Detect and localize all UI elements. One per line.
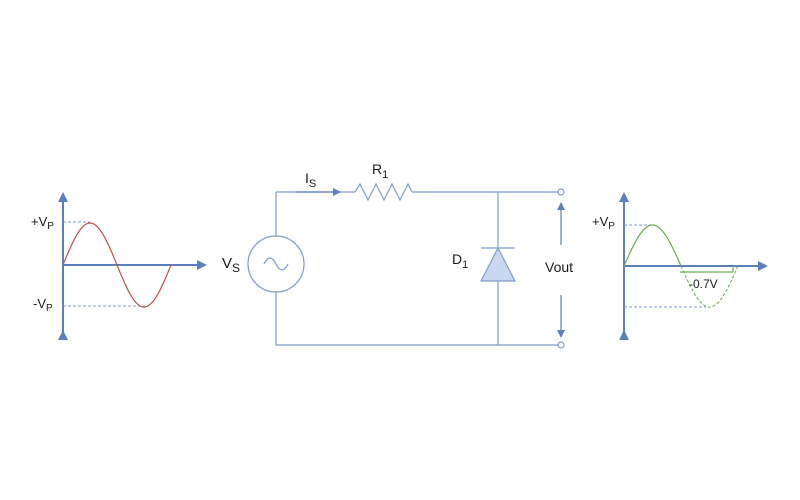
clamp-voltage-label: -0.7V [689,277,718,291]
output-terminal-bottom [557,341,565,349]
ac-tilde-icon [263,257,289,271]
output-blocked-half-dashed [680,265,739,308]
output-terminal-top [557,188,565,196]
output-waveform: +VP -0.7V [592,192,768,340]
vout-label: Vout [545,259,573,275]
resistor-label: R1 [372,161,388,181]
input-neg-peak-label: -VP [33,296,53,314]
diode-label: D1 [452,251,468,271]
resistor-r1 [354,182,413,202]
source-label: VS [222,255,240,275]
output-rectified-wave [623,224,682,267]
input-pos-peak-label: +VP [31,214,54,232]
output-pos-peak-label: +VP [592,214,615,232]
circuit: IS R1 VS D1 Vout [222,161,573,349]
input-sine-wave [62,222,172,308]
input-waveform: +VP -VP [31,192,207,340]
diode-triangle [480,246,516,282]
current-label: IS [305,170,316,190]
